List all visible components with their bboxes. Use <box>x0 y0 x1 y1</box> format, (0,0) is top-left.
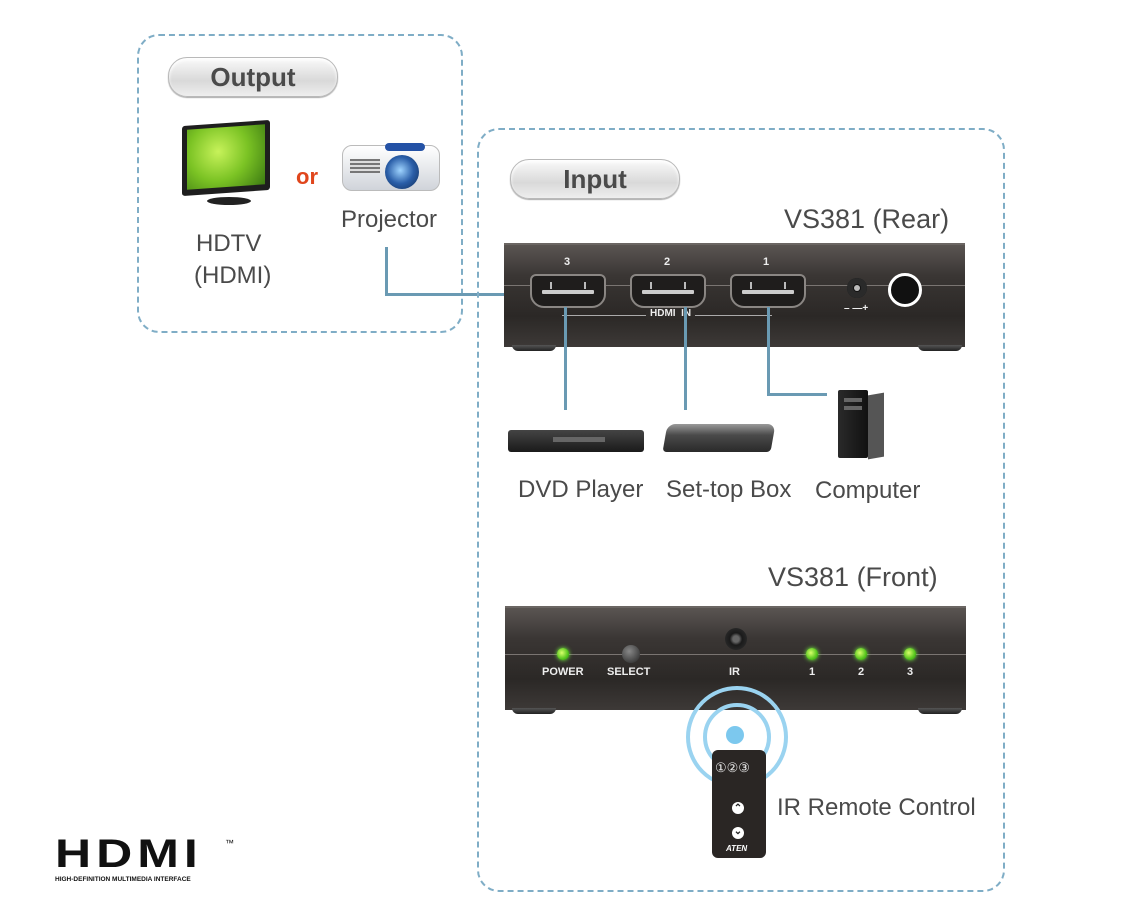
ir-remote-icon: ①②③ ⌃ ⌄ ATEN <box>712 750 766 858</box>
ir-extender-port[interactable] <box>888 273 922 307</box>
wire-settop <box>684 307 687 410</box>
hdmi-in-label: HDMI IN <box>646 308 696 319</box>
front-title: VS381 (Front) <box>768 562 938 592</box>
port-led-2 <box>855 648 867 660</box>
projector-icon <box>340 135 440 197</box>
power-jack[interactable] <box>847 278 867 298</box>
or-separator: or <box>296 164 318 189</box>
output-title: Output <box>168 57 338 97</box>
port-number-1: 1 <box>763 256 770 268</box>
port-led-3 <box>904 648 916 660</box>
projector-label: Projector <box>341 206 438 233</box>
front-foot-left <box>512 708 556 714</box>
input-group-box <box>477 128 1005 892</box>
hdmi-logo-tagline: HIGH-DEFINITION MULTIMEDIA INTERFACE <box>55 876 191 883</box>
remote-down-button: ⌄ <box>732 826 744 839</box>
hdmi-in-port-3[interactable] <box>530 274 606 308</box>
output-wire <box>385 247 388 296</box>
hdtv-icon <box>182 119 272 213</box>
computer-label: Computer <box>815 477 921 504</box>
rear-foot-left <box>512 345 556 351</box>
ir-remote-label: IR Remote Control <box>777 794 976 821</box>
hdmi-logo-tm: ™ <box>225 838 234 848</box>
rear-title: VS381 (Rear) <box>784 204 950 234</box>
remote-brand: ATEN <box>726 844 748 853</box>
vs381-rear-panel: 3 2 1 HDMI IN – —+ <box>504 243 965 347</box>
select-label: SELECT <box>607 666 651 678</box>
ir-sensor <box>725 628 747 650</box>
select-button[interactable] <box>622 645 640 663</box>
computer-icon <box>838 390 886 460</box>
hdtv-label: HDTV <box>196 230 262 257</box>
port-led-label-3: 3 <box>907 666 914 678</box>
ir-label: IR <box>729 666 740 678</box>
set-top-box-label: Set-top Box <box>666 476 792 503</box>
front-foot-right <box>918 708 962 714</box>
hdmi-in-port-1[interactable] <box>730 274 806 308</box>
port-number-3: 3 <box>564 256 571 268</box>
set-top-box-icon <box>662 416 776 454</box>
remote-up-button: ⌃ <box>732 802 744 814</box>
hdmi-logo-wordmark: HDMI <box>55 832 203 876</box>
remote-number-buttons: ①②③ <box>715 760 750 775</box>
hdmi-logo: HDMI ™ HIGH-DEFINITION MULTIMEDIA INTERF… <box>55 832 235 888</box>
power-polarity: – —+ <box>844 303 869 314</box>
port-led-label-1: 1 <box>809 666 816 678</box>
output-group-box <box>137 34 463 333</box>
dvd-player-icon <box>508 426 644 454</box>
rear-foot-right <box>918 345 962 351</box>
ir-signal-dot <box>726 726 744 744</box>
dvd-player-label: DVD Player <box>518 476 644 503</box>
power-label: POWER <box>542 666 584 678</box>
wire-computer-horizontal <box>767 393 827 396</box>
power-led <box>557 648 569 660</box>
wire-computer <box>767 307 770 395</box>
vs381-front-panel: POWER SELECT IR 1 2 3 <box>505 606 966 710</box>
hdtv-sublabel: (HDMI) <box>194 262 272 289</box>
port-number-2: 2 <box>664 256 671 268</box>
port-led-1 <box>806 648 818 660</box>
wire-dvd <box>564 307 567 410</box>
hdmi-in-port-2[interactable] <box>630 274 706 308</box>
port-led-label-2: 2 <box>858 666 865 678</box>
input-title: Input <box>510 159 680 199</box>
output-wire-horizontal <box>385 293 511 296</box>
